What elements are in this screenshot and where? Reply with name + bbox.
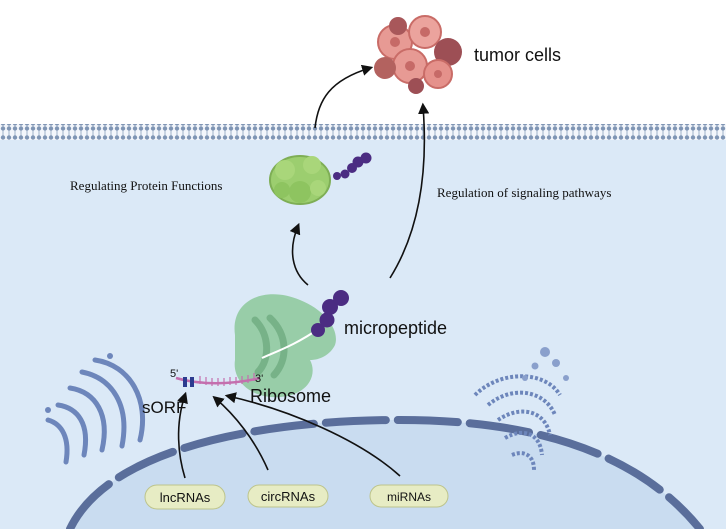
ribosome-label: Ribosome: [250, 386, 331, 406]
micropeptide-chain-icon: [311, 290, 349, 337]
mirna-pill: [369, 484, 449, 508]
regulation-signaling-label: Regulation of signaling pathways: [437, 185, 611, 200]
cell-membrane: [0, 124, 726, 140]
ribosome-icon: [234, 294, 336, 398]
arrow-to-protein: [289, 222, 309, 286]
arrow-mirna: [224, 392, 401, 477]
sorf-label: sORF: [142, 398, 186, 417]
arrow-signaling-pathway: [389, 102, 430, 279]
protein-icon: [269, 155, 331, 205]
five-prime-label: 5': [170, 368, 178, 380]
micropeptide-label: micropeptide: [344, 318, 447, 338]
er-organelle-icon: [45, 353, 146, 465]
arrow-circrna: [212, 395, 269, 471]
vesicles-icon: [522, 347, 569, 381]
sorf-marker-2: [190, 377, 194, 387]
lncrna-label: lncRNAs: [160, 490, 211, 505]
circrna-label: circRNAs: [261, 489, 316, 504]
three-prime-label: 3': [255, 373, 263, 385]
regulating-protein-functions-label: Regulating Protein Functions: [70, 178, 222, 193]
golgi-organelle-icon: [473, 374, 562, 471]
mirna-label: miRNAs: [387, 490, 431, 504]
arrow-lncrna: [177, 391, 188, 479]
bound-peptide-icon: [333, 152, 372, 180]
arrow-to-tumor-left: [314, 64, 374, 129]
circrna-pill: [247, 484, 329, 508]
tumor-cells-icon: [374, 15, 462, 94]
lncrna-pill: [144, 484, 226, 510]
sorf-marker-1: [183, 377, 187, 387]
nucleus: [66, 415, 704, 529]
tumor-cells-label: tumor cells: [474, 45, 561, 65]
mrna-strand: [175, 373, 261, 387]
